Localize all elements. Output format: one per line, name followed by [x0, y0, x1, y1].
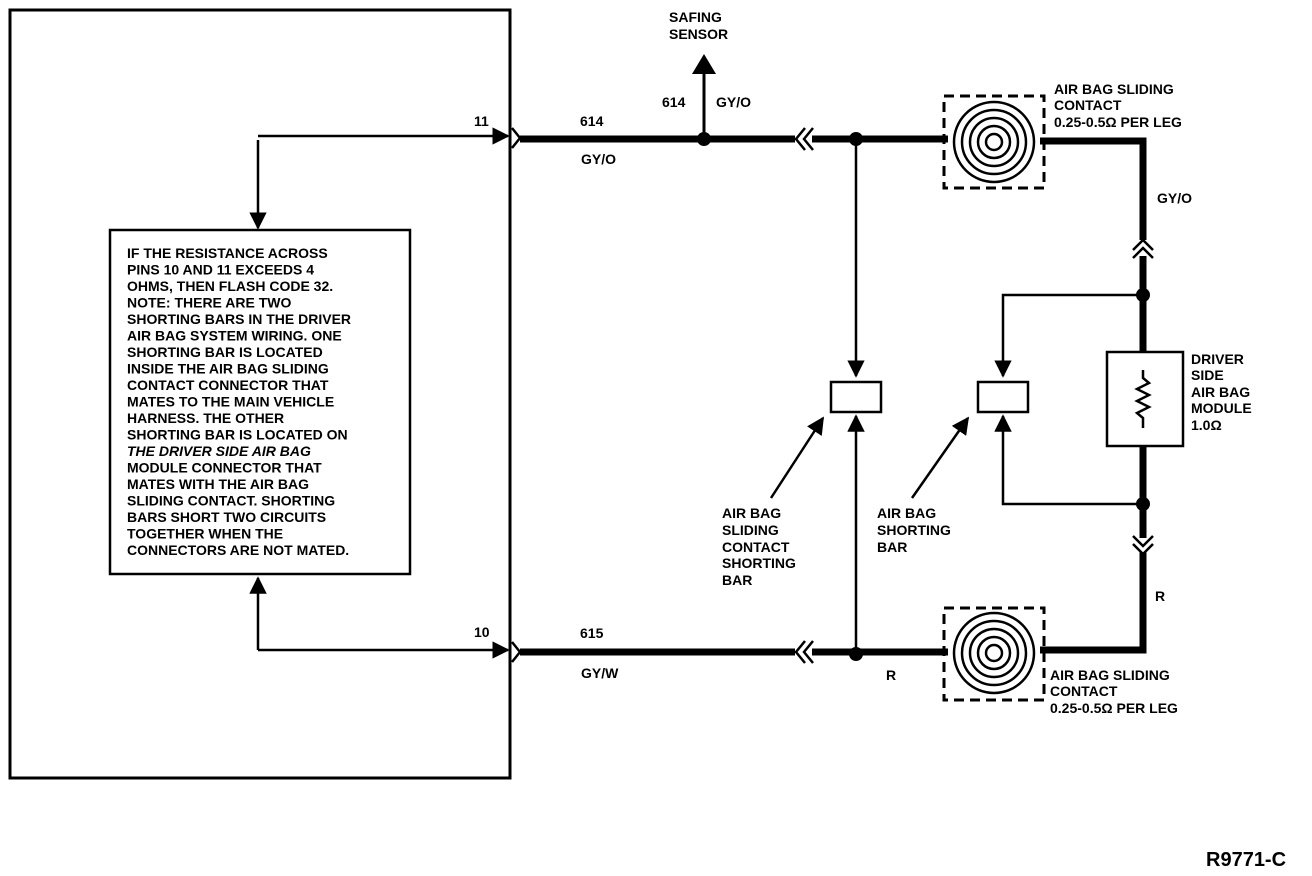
- inline-connector-bottom: [794, 640, 814, 664]
- connector-pin-10: [511, 641, 522, 663]
- diagnostic-monitor-outline: [8, 8, 512, 780]
- wire-614-label: 614: [580, 113, 604, 129]
- monitor-internal-leads: [249, 127, 510, 659]
- air-bag-shorting-bar: [976, 380, 1030, 414]
- sliding-contact-bottom-coil: [952, 611, 1036, 695]
- air-bag-module-label: DRIVER SIDE AIR BAG MODULE 1.0Ω: [1191, 351, 1256, 433]
- pin-10-label: 10: [474, 624, 490, 640]
- gy-o-branch-label: GY/O: [716, 94, 751, 110]
- shorting-lead-module-top: [994, 293, 1143, 378]
- air-bag-shorting-bar-label: AIR BAG SHORTING BAR: [877, 505, 955, 555]
- sliding-contact-bottom-box: [942, 606, 1046, 702]
- pin-11-label: 11: [474, 113, 489, 129]
- gy-o-left-label: GY/O: [581, 151, 616, 167]
- air-bag-shorting-bar-pointer: [910, 416, 970, 499]
- safing-sensor-arrow: [692, 54, 716, 74]
- r-bottom-label: R: [886, 667, 896, 683]
- gy-o-right-label: GY/O: [1157, 190, 1192, 206]
- figure-reference: R9771-C: [1206, 849, 1286, 871]
- gy-w-label: GY/W: [581, 665, 619, 681]
- sliding-contact-shorting-bar-pointer: [769, 416, 825, 499]
- wire-614-branch-label: 614: [662, 94, 686, 110]
- wire-615-label: 615: [580, 625, 604, 641]
- note-text: IF THE RESISTANCE ACROSS PINS 10 AND 11 …: [127, 245, 355, 558]
- air-bag-module-resistor: [1134, 370, 1152, 428]
- sliding-contact-shorting-bar: [829, 380, 883, 414]
- inline-connector-top: [794, 127, 814, 151]
- splice-614: [697, 132, 711, 146]
- sliding-contact-shorting-bar-label: AIR BAG SLIDING CONTACT SHORTING BAR: [722, 505, 800, 588]
- note-box: [108, 228, 412, 576]
- inline-connector-right-top: [1132, 238, 1154, 259]
- sliding-contact-top-coil: [952, 100, 1036, 184]
- sliding-contact-bottom-label: AIR BAG SLIDING CONTACT 0.25-0.5Ω PER LE…: [1050, 667, 1178, 716]
- shorting-lead-module-bottom: [994, 414, 1143, 506]
- safing-sensor-label: SAFING SENSOR: [669, 9, 728, 42]
- r-right-label: R: [1155, 588, 1165, 604]
- air-bag-module: [1105, 350, 1185, 448]
- inline-connector-right-bottom: [1132, 535, 1154, 556]
- sliding-contact-top-label: AIR BAG SLIDING CONTACT 0.25-0.5Ω PER LE…: [1054, 81, 1182, 130]
- wire-r-right: [1040, 552, 1147, 654]
- connector-pin-11: [511, 127, 522, 149]
- wire-gy-o-right: [1040, 137, 1147, 240]
